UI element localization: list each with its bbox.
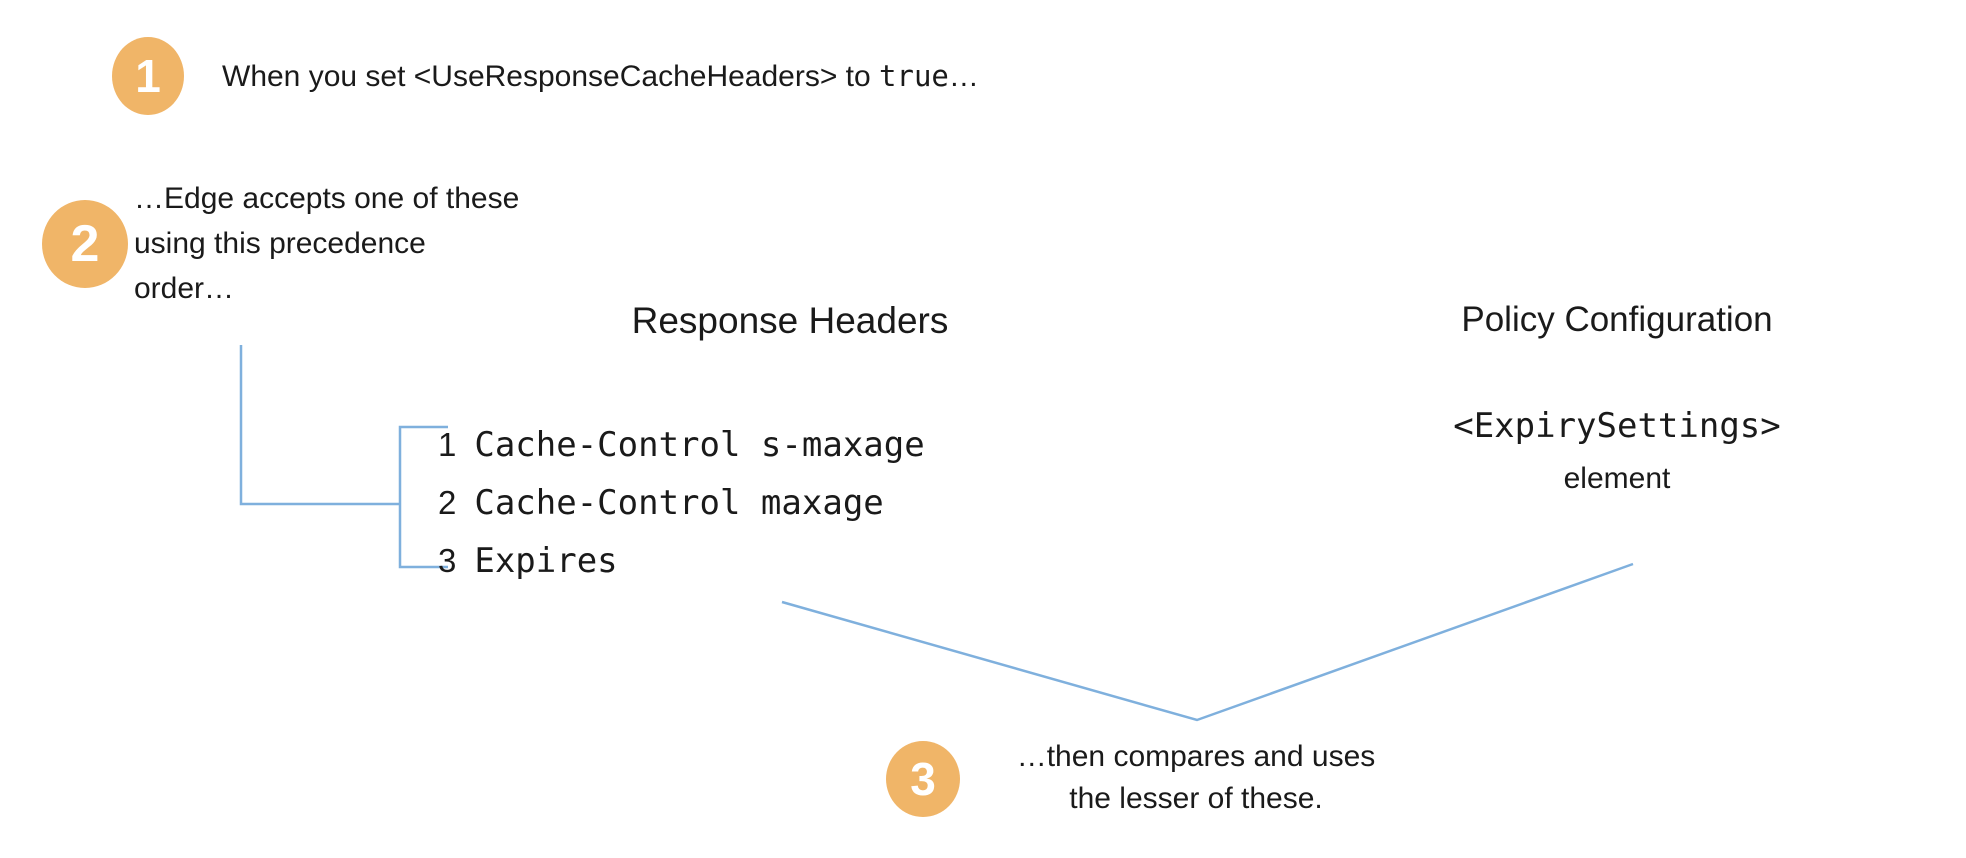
- precedence-list: 1 Cache-Control s-maxage 2 Cache-Control…: [438, 416, 925, 590]
- step-1-text-after: …: [948, 60, 979, 93]
- step-2-line-2: using this precedence: [134, 227, 426, 260]
- expiry-settings-caption: element: [1563, 462, 1671, 495]
- list-item-value: Cache-Control s-maxage: [474, 425, 925, 465]
- list-item-rank: 2: [438, 484, 457, 521]
- step-3-badge: 3: [886, 741, 960, 817]
- step-1-code: true: [879, 59, 949, 93]
- step-2-line-3: order…: [134, 272, 235, 305]
- list-item: 1 Cache-Control s-maxage: [438, 416, 925, 474]
- step-2-line-1: …Edge accepts one of these: [134, 182, 520, 215]
- step-3-line-2: the lesser of these.: [1069, 782, 1323, 815]
- step-2-text: …Edge accepts one of these using this pr…: [134, 176, 519, 311]
- step-2-badge: 2: [42, 200, 128, 288]
- list-item-value: Cache-Control maxage: [474, 483, 884, 523]
- precedence-elbow-connector: [239, 345, 399, 506]
- list-item-value: Expires: [474, 541, 618, 581]
- policy-configuration-heading: Policy Configuration: [1461, 300, 1773, 339]
- step-3-line-1: …then compares and uses: [1016, 740, 1376, 773]
- step-1-badge: 1: [112, 37, 184, 115]
- response-headers-heading: Response Headers: [631, 300, 949, 341]
- list-item: 3 Expires: [438, 532, 925, 590]
- list-item-rank: 1: [438, 426, 457, 463]
- list-item: 2 Cache-Control maxage: [438, 474, 925, 532]
- expiry-settings-code: <ExpirySettings>: [1453, 406, 1781, 446]
- list-item-rank: 3: [438, 542, 457, 579]
- step-1-text: When you set <UseResponseCacheHeaders> t…: [222, 59, 979, 94]
- step-3-text: …then compares and uses the lesser of th…: [998, 736, 1394, 820]
- step-1-text-before: When you set <UseResponseCacheHeaders> t…: [222, 60, 880, 93]
